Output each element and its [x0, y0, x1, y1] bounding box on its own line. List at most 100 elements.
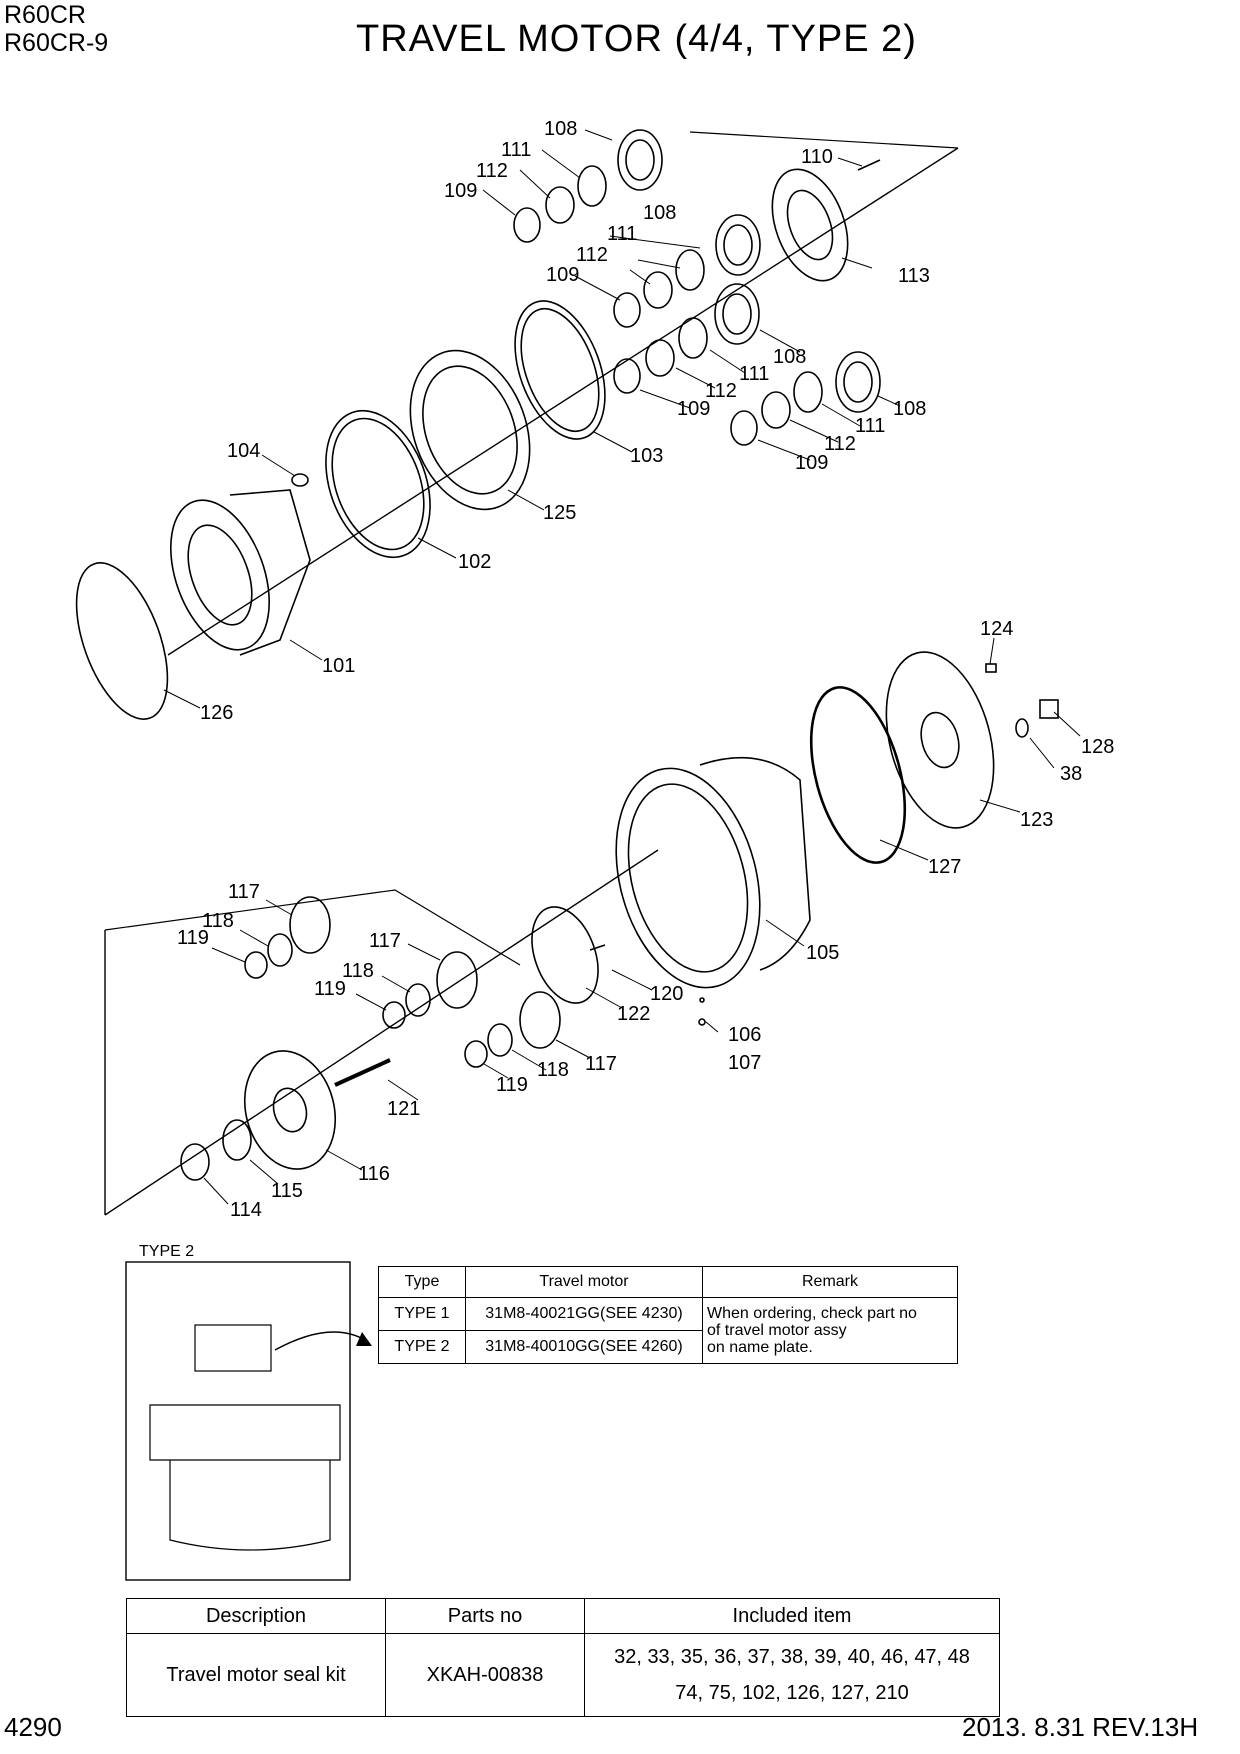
- callout-108: 108: [893, 398, 927, 420]
- travel-motor-header: Travel motor: [465, 1266, 703, 1298]
- washer-109-d: [730, 410, 758, 446]
- callout-104: 104: [227, 440, 261, 462]
- washer-109-a: [513, 207, 541, 243]
- carrier-plate-113: [771, 159, 881, 282]
- snap-ring-115: [222, 1119, 252, 1161]
- carrier-116: [243, 1050, 337, 1170]
- bearing-111-c: [678, 317, 708, 359]
- callout-121: 121: [387, 1098, 421, 1120]
- remark-line: When ordering, check part no: [707, 1305, 917, 1322]
- callout-112: 112: [476, 160, 508, 182]
- type-cell: TYPE 1: [378, 1297, 466, 1331]
- description-cell: Travel motor seal kit: [126, 1633, 386, 1717]
- callout-119: 119: [496, 1074, 528, 1096]
- callout-118: 118: [537, 1059, 569, 1081]
- gear-117-c: [519, 991, 561, 1049]
- motor-cell: 31M8-40010GG(SEE 4260): [465, 1330, 703, 1364]
- plug-106: [699, 997, 705, 1003]
- callout-112: 112: [824, 433, 856, 455]
- included-line: 32, 33, 35, 36, 37, 38, 39, 40, 46, 47, …: [614, 1646, 970, 1668]
- planet-gear-108-b: [715, 214, 761, 276]
- callout-115: 115: [271, 1180, 303, 1202]
- callout-111: 111: [739, 363, 770, 385]
- callout-102: 102: [458, 551, 492, 573]
- remark-line: on name plate.: [707, 1339, 813, 1356]
- callout-109: 109: [546, 264, 580, 286]
- remark-header: Remark: [702, 1266, 958, 1298]
- parts-no-header: Parts no: [385, 1598, 585, 1634]
- callout-101: 101: [322, 655, 356, 677]
- type-header: Type: [378, 1266, 466, 1298]
- callout-108: 108: [544, 118, 578, 140]
- callout-105: 105: [806, 942, 840, 964]
- plug-128: [1039, 699, 1059, 719]
- callout-108: 108: [643, 202, 677, 224]
- callout-103: 103: [630, 445, 664, 467]
- ring-gear-125: [409, 349, 531, 511]
- cover-assembly: [809, 651, 1059, 864]
- callout-106: 106: [728, 1024, 762, 1046]
- bushing-112-d: [761, 391, 791, 429]
- callout-113: 113: [898, 265, 930, 287]
- sun-gear-121: [334, 1058, 391, 1087]
- included-line: 74, 75, 102, 126, 127, 210: [675, 1682, 909, 1704]
- callout-109: 109: [444, 180, 478, 202]
- included-item-cell: 32, 33, 35, 36, 37, 38, 39, 40, 46, 47, …: [584, 1633, 1000, 1717]
- callout-108: 108: [773, 346, 807, 368]
- callout-117: 117: [369, 930, 401, 952]
- ring-gears: [325, 300, 606, 559]
- o-ring-38: [1015, 718, 1029, 738]
- callout-119: 119: [314, 978, 346, 1000]
- type-table-header: Type Travel motor Remark: [378, 1266, 958, 1298]
- bushing-119-b: [382, 1001, 406, 1029]
- page-number: 4290: [4, 1712, 62, 1742]
- table-row: Travel motor seal kit XKAH-00838 32, 33,…: [126, 1633, 1000, 1717]
- remark-cell: When ordering, check part no of travel m…: [702, 1297, 958, 1364]
- bearing-111-b: [675, 249, 705, 291]
- housing-105: [615, 756, 811, 1026]
- planet-gear-108-a: [617, 129, 663, 191]
- gear-117-b: [436, 951, 478, 1009]
- inset-frame: [125, 1261, 351, 1581]
- callout-120: 120: [650, 983, 684, 1005]
- callout-122: 122: [617, 1003, 651, 1025]
- model-name-2: R60CR-9: [4, 29, 109, 57]
- table-row: TYPE 1 31M8-40021GG(SEE 4230) When order…: [378, 1297, 958, 1364]
- bushing-119-a: [244, 951, 268, 979]
- description-header: Description: [126, 1598, 386, 1634]
- planet-gear-108-d: [835, 351, 881, 413]
- callout-123: 123: [1020, 809, 1054, 831]
- callout-109: 109: [795, 452, 829, 474]
- callout-118: 118: [342, 960, 374, 982]
- callout-117: 117: [228, 881, 260, 903]
- seal-kit-table: Description Parts no Included item Trave…: [126, 1598, 1000, 1717]
- callout-127: 127: [928, 856, 962, 878]
- callout-111: 111: [501, 139, 532, 161]
- included-item-header: Included item: [584, 1598, 1000, 1634]
- callout-112: 112: [576, 244, 608, 266]
- callout-109: 109: [677, 398, 711, 420]
- callout-119: 119: [177, 927, 209, 949]
- inset-label: TYPE 2: [139, 1243, 195, 1260]
- callout-116: 116: [358, 1163, 390, 1185]
- callout-38: 38: [1060, 763, 1083, 785]
- bearing-111-a: [577, 165, 607, 207]
- pin-120: [589, 944, 606, 951]
- callout-118: 118: [202, 910, 234, 932]
- washer-109-b: [613, 292, 641, 328]
- leader-lines: [163, 129, 1081, 1205]
- callout-110: 110: [801, 146, 833, 168]
- o-ring-126: [75, 562, 169, 720]
- lower-carrier-set: [180, 896, 606, 1181]
- callout-111: 111: [607, 223, 638, 245]
- planet-gear-108-c: [714, 283, 760, 345]
- bearing-118-b: [405, 983, 431, 1017]
- callout-107: 107: [728, 1052, 762, 1074]
- callout-125: 125: [543, 502, 577, 524]
- upper-group-outline: [104, 131, 959, 1216]
- bearing-118-c: [487, 1023, 513, 1057]
- inset-motor-drawing: [149, 1324, 372, 1551]
- bolt-104: [291, 473, 309, 487]
- type-table: Type Travel motor Remark TYPE 1 31M8-400…: [378, 1266, 958, 1364]
